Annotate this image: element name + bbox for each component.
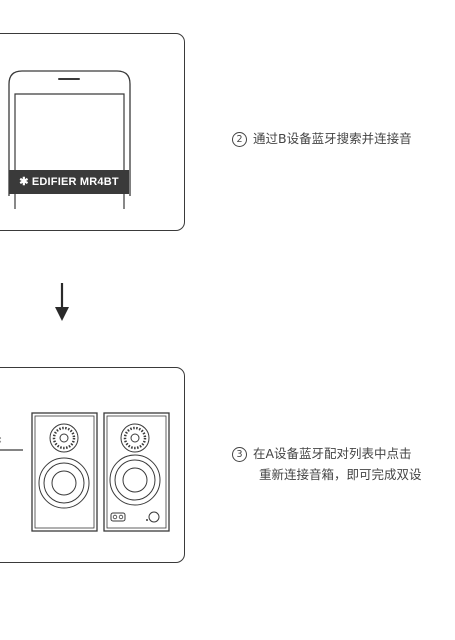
step-3-text-line2: 重新连接音箱，即可完成双设	[259, 467, 422, 482]
step-2-instruction: 2 通过B设备蓝牙搜索并连接音	[232, 130, 412, 147]
device-name-label: ✱ EDIFIER MR4BT	[9, 170, 129, 194]
speaker-icon: ᛒ	[0, 412, 170, 532]
step-2-text: 通过B设备蓝牙搜索并连接音	[253, 131, 412, 146]
phone-icon	[8, 70, 131, 209]
step-3-number: 3	[232, 447, 247, 462]
phone-illustration-panel: ✱ EDIFIER MR4BT	[0, 33, 185, 231]
bluetooth-icon: ✱	[19, 176, 29, 188]
speaker-illustration-panel: ᛒ	[0, 367, 185, 563]
step-2-number: 2	[232, 132, 247, 147]
step-3-text-line1: 在A设备蓝牙配对列表中点击	[253, 446, 412, 461]
step-3-instruction: 3 在A设备蓝牙配对列表中点击	[232, 445, 412, 462]
svg-text:ᛒ: ᛒ	[0, 435, 2, 446]
down-arrow-icon	[55, 283, 69, 321]
